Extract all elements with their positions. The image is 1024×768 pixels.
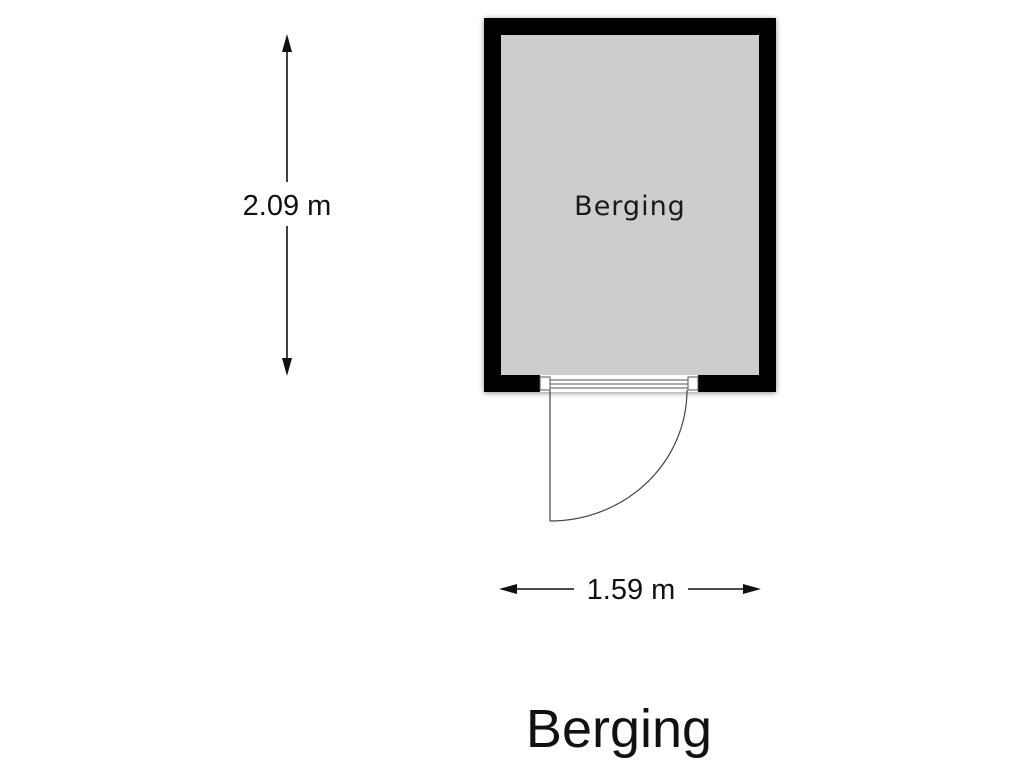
arrow-down-icon <box>282 358 292 376</box>
door-swing-arc <box>549 389 688 522</box>
room-floor <box>501 35 759 375</box>
door <box>539 375 699 522</box>
height-dimension-label: 2.09 m <box>243 190 332 222</box>
door-jamb-left <box>539 376 551 391</box>
height-dimension: 2.09 m <box>243 34 332 376</box>
arrow-right-icon <box>743 584 761 594</box>
arrow-up-icon <box>282 34 292 52</box>
width-dimension-label: 1.59 m <box>587 574 676 606</box>
arrow-left-icon <box>499 584 517 594</box>
room-label: Berging <box>574 191 686 222</box>
width-dimension: 1.59 m <box>499 574 761 606</box>
room-berging <box>484 18 776 392</box>
plan-title: Berging <box>526 699 712 759</box>
door-jamb-right <box>687 376 699 391</box>
